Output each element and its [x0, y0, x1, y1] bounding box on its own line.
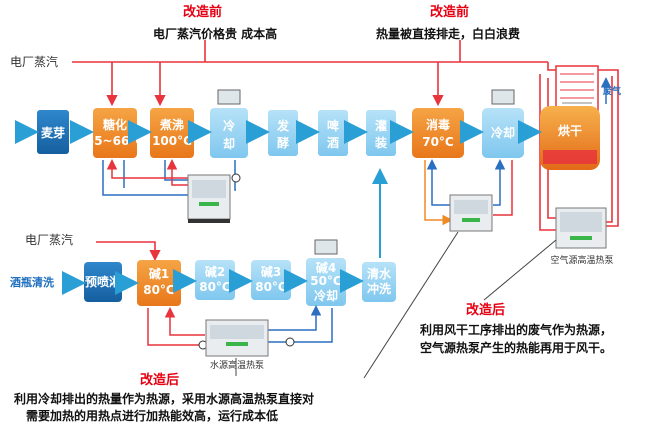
box-zhufei [150, 108, 194, 158]
label-qingshui-1: 清水 [367, 266, 392, 281]
note-after-1-line1: 利用冷却排出的热量作为热源，采用水源高温热泵直接对 [14, 391, 314, 406]
box-tanghua [93, 108, 137, 158]
label-pijiu-a: 啤 [327, 118, 339, 133]
cooler-tank-2-top [491, 89, 515, 105]
box-qingshui [362, 262, 396, 302]
label-zhufei-1: 煮沸 [159, 117, 184, 132]
label-guanzhuang-b: 装 [374, 135, 387, 150]
label-tanghua-1: 糖化 [103, 117, 127, 132]
label-jian1-1: 碱1 [149, 266, 169, 281]
note-before-1-text: 电厂蒸汽价格贵 成本高 [153, 26, 277, 41]
box-pijiu [318, 110, 348, 156]
air-pump-label: 空气源高温热泵 [550, 254, 613, 266]
box-jian1 [137, 260, 181, 306]
box-guanzhuang [366, 110, 396, 156]
label-guanzhuang-a: 灌 [374, 118, 387, 133]
note-after-2-line2: 空气源热泵产生的热能再用于风干。 [420, 340, 612, 355]
label-lengque2: 冷却 [491, 125, 515, 140]
box-lengque2 [482, 108, 524, 158]
note-after-1-title: 改造后 [140, 372, 179, 388]
water-pump-label: 水源高温热泵 [210, 359, 264, 371]
label-jian1-2: 80°C [143, 283, 175, 297]
label-fajiao-a: 发 [276, 118, 290, 133]
note-after-2-title: 改造后 [466, 302, 505, 318]
top-cooling-arrows [106, 159, 188, 186]
label-yupenlin: 预喷淋 [85, 274, 121, 289]
cooler-tank-1-top [217, 89, 241, 105]
water-source-pump-top [187, 174, 231, 223]
box-jian3 [251, 260, 291, 300]
top-cooling-loop [102, 160, 236, 196]
note-before-1-title: 改造前 [183, 4, 222, 20]
cooler-tank-3-top [314, 239, 338, 255]
waste-gas-label: 废气 [603, 85, 621, 97]
note-after-1-line2: 需要加热的用热点进行加热能效高，运行成本低 [26, 408, 278, 423]
steam-top-lines [72, 40, 548, 107]
label-zhufei-2: 100°C [152, 134, 192, 148]
dryer-heater-band [543, 150, 597, 164]
note-before-2-title: 改造前 [430, 4, 469, 20]
label-jian2-1: 碱2 [205, 264, 225, 279]
box-maiya [37, 110, 69, 154]
label-qingshui-2: 冲洗 [367, 281, 391, 296]
label-jian4-1: 碱4 [316, 260, 336, 275]
water-source-pump-bottom [205, 319, 269, 357]
bottle-wash-label: 酒瓶清洗 [10, 275, 54, 289]
note-after-2-line1: 利用风干工序排出的废气作为热源， [420, 322, 612, 337]
box-jian4 [306, 258, 346, 306]
box-fajiao [268, 110, 298, 156]
steam-top-label: 电厂蒸汽 [10, 54, 58, 69]
waste-gas-exchanger [555, 65, 599, 113]
label-jian4-3: 冷却 [314, 288, 338, 303]
note-before-2-text: 热量被直接排走，白白浪费 [376, 26, 520, 41]
label-lengque-a: 冷 [223, 118, 235, 133]
pump-icon-bottom-right [285, 337, 295, 347]
label-jian3-1: 碱3 [261, 264, 281, 279]
top-process-row: 麦芽 糖化 55~66°C 煮沸 100°C 冷 却 发 酵 啤 酒 灌 装 消… [37, 89, 600, 170]
box-jian2 [195, 260, 235, 300]
leader-lines [235, 231, 557, 379]
box-lengque [210, 108, 248, 158]
box-xiaodu [412, 108, 464, 158]
box-yupenlin [84, 262, 122, 302]
air-source-pump [555, 207, 607, 249]
label-jian2-2: 80°C [199, 280, 231, 294]
steam-bottom-line [96, 241, 161, 262]
label-honggan: 烘干 [558, 123, 582, 138]
label-jian4-2: 50°C [310, 274, 342, 288]
bottom-row-arrows [62, 269, 364, 295]
label-pijiu-b: 酒 [327, 136, 339, 150]
pump-icon-top [231, 173, 241, 183]
label-lengque-b: 却 [223, 136, 235, 151]
label-xiaodu-1: 消毒 [426, 117, 450, 132]
water-source-pump-right [449, 194, 493, 232]
disinfect-loop [424, 159, 513, 226]
steam-bottom-label: 电厂蒸汽 [25, 232, 73, 247]
bottom-process-row: 预喷淋 碱1 80°C 碱2 80°C 碱3 80°C 碱4 50°C 冷却 清… [84, 239, 396, 306]
label-maiya: 麦芽 [41, 125, 65, 140]
label-tanghua-2: 55~66°C [86, 134, 144, 148]
label-xiaodu-2: 70°C [422, 135, 454, 149]
label-fajiao-b: 酵 [277, 135, 289, 150]
label-jian3-2: 80°C [255, 280, 287, 294]
